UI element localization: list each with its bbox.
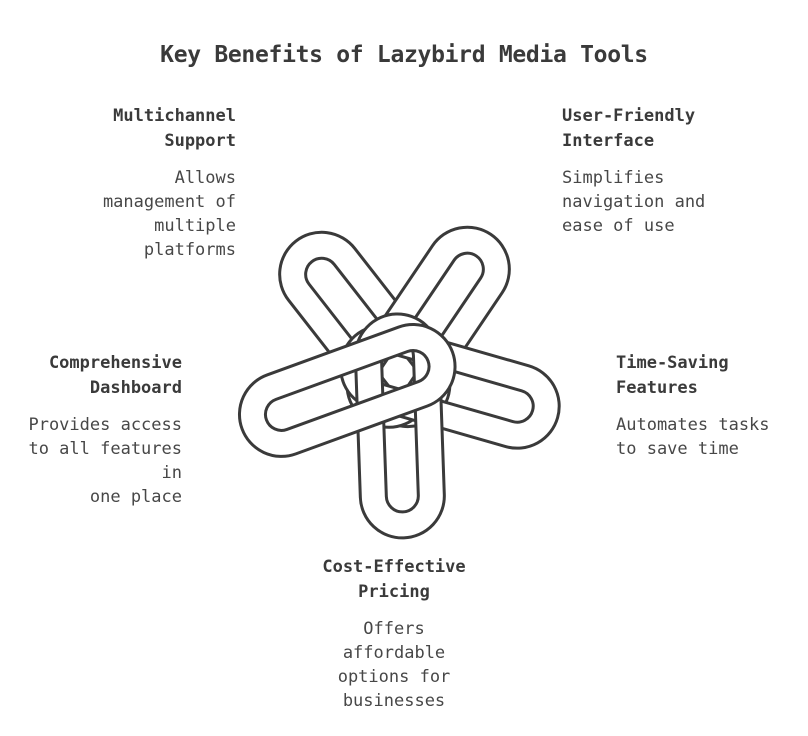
benefit-heading: User-Friendly Interface (562, 106, 696, 151)
benefit-heading: Multichannel Support (113, 106, 236, 151)
benefit-cost-effective-pricing: Cost-Effective Pricing Offers affordable… (294, 555, 494, 713)
benefit-user-friendly-interface: User-Friendly Interface Simplifies navig… (562, 104, 762, 238)
benefit-description: Provides access to all features in one p… (28, 415, 182, 507)
benefit-comprehensive-dashboard: Comprehensive Dashboard Provides access … (10, 351, 182, 509)
benefit-multichannel-support: Multichannel Support Allows management o… (40, 104, 236, 262)
benefit-description: Automates tasks to save time (616, 415, 770, 459)
benefit-heading: Cost-Effective Pricing (322, 557, 466, 602)
benefit-description: Allows management of multiple platforms (102, 168, 236, 260)
benefit-heading: Comprehensive Dashboard (48, 353, 182, 398)
diagram-title: Key Benefits of Lazybird Media Tools (160, 42, 648, 68)
benefit-time-saving-features: Time-Saving Features Automates tasks to … (616, 351, 796, 461)
loop-left (238, 323, 457, 458)
benefit-heading: Time-Saving Features (616, 353, 729, 398)
benefit-description: Simplifies navigation and ease of use (562, 168, 706, 236)
benefit-description: Offers affordable options for businesses (337, 619, 451, 711)
